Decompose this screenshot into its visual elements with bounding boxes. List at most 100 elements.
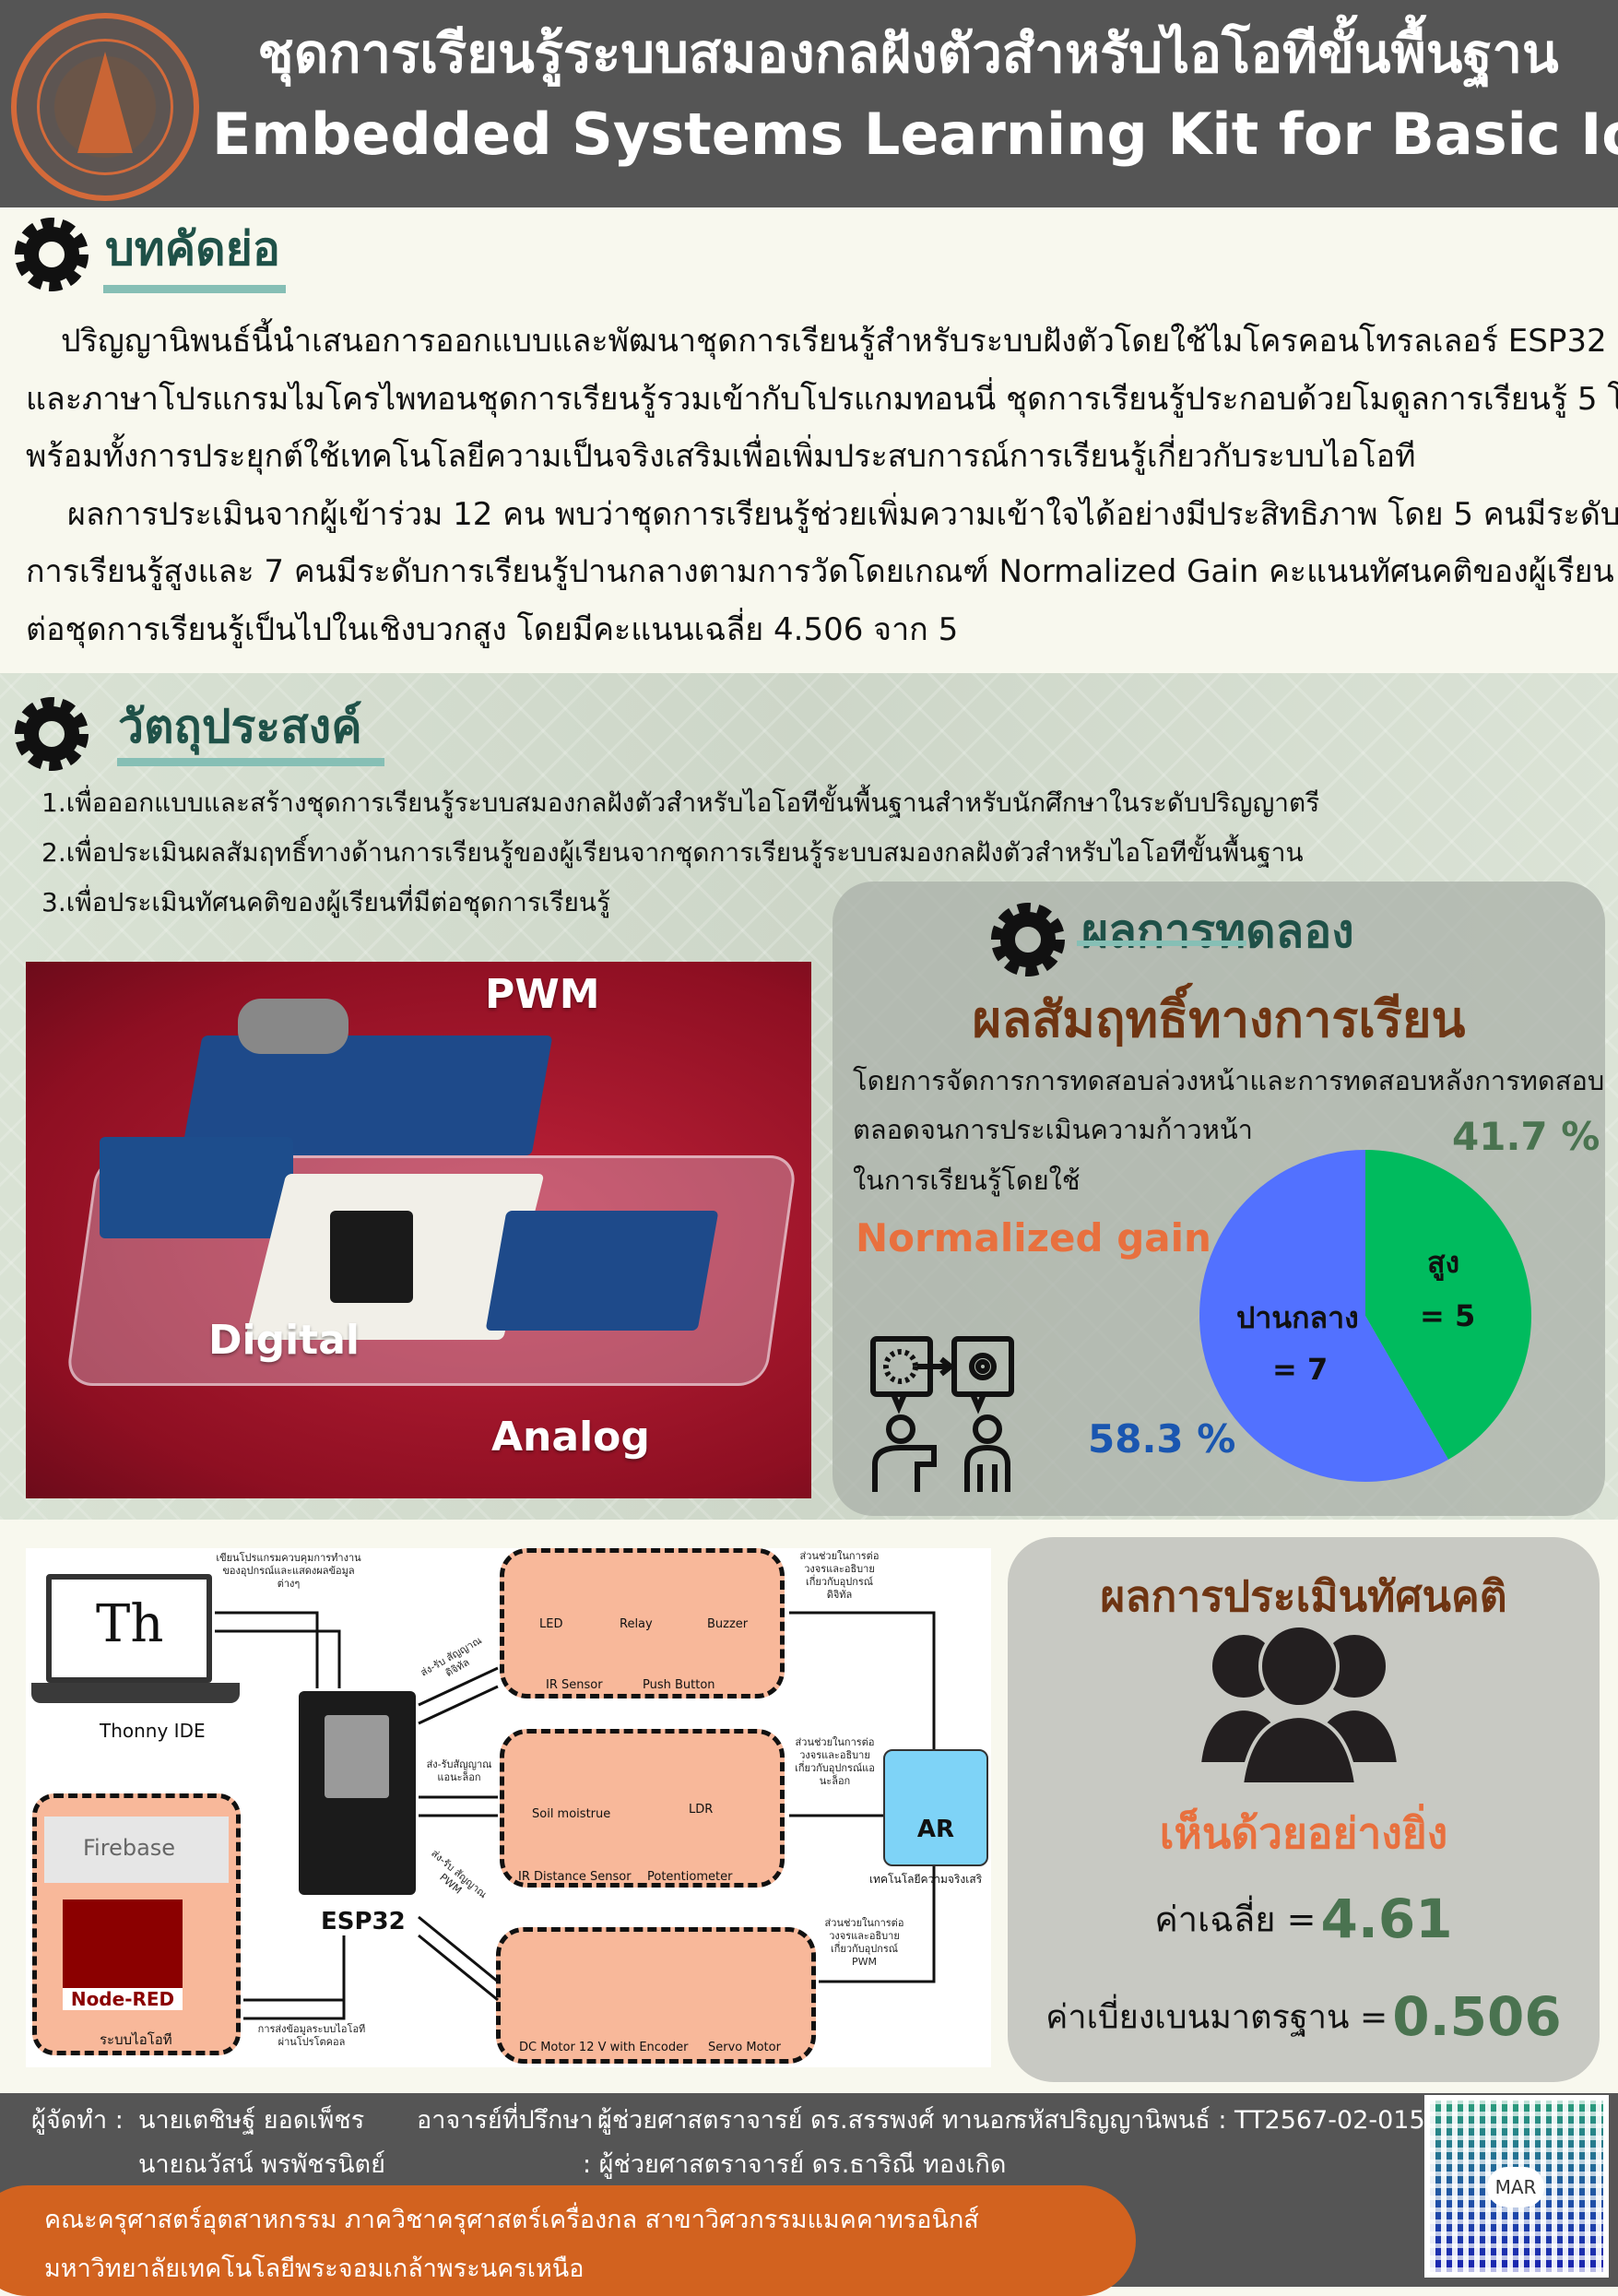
laptop-base: [31, 1683, 240, 1703]
analog-board: [485, 1211, 719, 1331]
title-english: Embedded Systems Learning Kit for Basic …: [212, 101, 1618, 168]
slice-value-medium: = 7: [1272, 1352, 1329, 1387]
item-buzzer: Buzzer: [707, 1617, 749, 1631]
faculty-banner: [0, 2185, 1136, 2296]
diagram-arrows: [215, 1611, 936, 2020]
header: ชุดการเรียนรู้ระบบสมองกลฝังตัวสำหรับไอโอ…: [0, 0, 1618, 207]
pie-slice-0: [1365, 1150, 1531, 1460]
results-subheading: ผลสัมฤทธิ์ทางการเรียน: [972, 990, 1466, 1048]
objectives-heading: วัตถุประสงค์: [118, 700, 362, 753]
esp32-module: [330, 1211, 413, 1303]
attitude-heading: ผลการประเมินทัศนคติ: [1100, 1571, 1507, 1621]
attitude-panel: ผลการประเมินทัศนคติ เห็นด้วยอย่างยิ่ง ค่…: [1008, 1537, 1600, 2082]
abstract-line: ต่อชุดการเรียนรู้เป็นไปในเชิงบวกสูง โดยม…: [26, 611, 959, 648]
ar-label: เทคโนโลยีความจริงเสริ: [869, 1873, 983, 1886]
results-panel: ผลการทดลอง ผลสัมฤทธิ์ทางการเรียน โดยการจ…: [833, 882, 1605, 1516]
heading-underline: [103, 285, 286, 293]
esp32-label: ESP32: [321, 1908, 406, 1935]
item-dc-motor: DC Motor 12 V with Encoder: [519, 2041, 689, 2054]
objective-item: 3.เพื่อประเมินทัศนคติของผู้เรียนที่มีต่อ…: [41, 887, 611, 917]
abstract-line: ผลการประเมินจากผู้เข้าร่วม 12 คน พบว่าชุ…: [67, 496, 1618, 533]
results-text: โดยการจัดการการทดสอบล่วงหน้าและการทดสอบห…: [853, 1065, 1605, 1096]
item-push-button: Push Button: [643, 1678, 715, 1692]
digital-devices-box: LED Relay Buzzer IR Sensor Push Button: [500, 1548, 785, 1698]
qr-center-logo: MAR: [1487, 2167, 1544, 2207]
thonny-label: Thonny IDE: [100, 1720, 206, 1742]
note-analog-signal: ส่ง-รับสัญญาณ แอนะล็อก: [426, 1758, 492, 1783]
note-ar-digital: ส่วนช่วยในการต่อวงจรและอธิบายเกี่ยวกับอุ…: [799, 1550, 880, 1601]
item-soil-moisture: Soil moistrue: [532, 1807, 611, 1821]
nodered-label: Node-RED: [63, 1988, 183, 2010]
results-text: ในการเรียนรู้โดยใช้: [853, 1165, 1081, 1196]
system-diagram: Th Thonny IDE เขียนโปรแกรมควบคุมการทำงาน…: [26, 1548, 991, 2067]
digital-label: Digital: [208, 1317, 360, 1364]
note-ar-pwm: ส่วนช่วยในการต่อวงจรและอธิบายเกี่ยวกับอุ…: [824, 1917, 904, 1968]
mean-value: 4.61: [1320, 1888, 1453, 1950]
abstract-line: พร้อมทั้งการประยุกต์ใช้เทคโนโลยีความเป็น…: [26, 438, 1416, 475]
item-ir-sensor: IR Sensor: [546, 1678, 603, 1692]
laptop-screen: Th: [46, 1574, 212, 1683]
item-potentiometer: Potentiometer: [647, 1870, 733, 1884]
item-led: LED: [539, 1617, 563, 1631]
abstract-line: การเรียนรู้สูงและ 7 คนมีระดับการเรียนรู้…: [26, 553, 1614, 590]
abstract-heading: บทคัดย่อ: [105, 222, 280, 276]
qr-code[interactable]: MAR: [1424, 2095, 1609, 2278]
slice-value-high: = 5: [1420, 1298, 1476, 1333]
item-relay: Relay: [620, 1617, 653, 1631]
abstract-line: ปริญญานิพนธ์นี้นำเสนอการออกแบบและพัฒนาชุ…: [61, 323, 1607, 360]
advisor-name: ผู้ช่วยศาสตราจารย์ ดร.สรรพงศ์ ทานอก: [597, 2106, 1020, 2135]
abstract-line: และภาษาโปรแกรมไมโครไพทอนชุดการเรียนรู้รว…: [26, 381, 1618, 418]
normalized-gain-label: Normalized gain: [856, 1215, 1211, 1260]
slice-label-medium: ปานกลาง: [1236, 1300, 1359, 1335]
analog-label: Analog: [491, 1414, 650, 1461]
note-thonny: เขียนโปรแกรมควบคุมการทำงานของอุปกรณ์และแ…: [216, 1552, 361, 1590]
results-text: ตลอดจนการประเมินความก้าวหน้า: [853, 1114, 1253, 1145]
mean-label: ค่าเฉลี่ย =: [1154, 1899, 1317, 1940]
objective-item: 1.เพื่อออกแบบและสร้างชุดการเรียนรู้ระบบส…: [41, 787, 1320, 818]
analog-devices-box: Soil moistrue LDR IR Distance Sensor Pot…: [500, 1729, 785, 1888]
people-icon: [1199, 1627, 1399, 1784]
item-ir-distance: IR Distance Sensor: [518, 1870, 632, 1884]
objective-item: 2.เพื่อประเมินผลสัมฤทธิ์ทางด้านการเรียนร…: [41, 837, 1304, 868]
teaching-icon: [870, 1336, 1014, 1492]
faculty-text: คณะครุศาสตร์อุตสาหกรรม ภาควิชาครุศาสตร์เ…: [44, 2206, 979, 2234]
nodered-logo: Node-RED: [63, 1900, 183, 2010]
heading-underline: [117, 758, 384, 766]
university-text: มหาวิทยาลัยเทคโนโลยีพระจอมเกล้าพระนครเหน…: [44, 2255, 585, 2283]
gear-icon: [15, 697, 89, 771]
thonny-logo: Th: [96, 1594, 164, 1654]
pwm-devices-box: DC Motor 12 V with Encoder Servo Motor: [496, 1927, 816, 2064]
gear-icon: [991, 903, 1065, 976]
thesis-code: รหัสปริญญานิพนธ์ : TT2567-02-015: [1014, 2106, 1425, 2135]
pwm-label: PWM: [485, 971, 600, 1018]
sd-label: ค่าเบี่ยงเบนมาตรฐาน =: [1045, 1998, 1388, 2037]
university-logo: [11, 13, 199, 201]
sd-value: 0.506: [1392, 1985, 1562, 2048]
dc-motor: [238, 999, 348, 1054]
esp32-board: [299, 1691, 416, 1895]
title-thai: ชุดการเรียนรู้ระบบสมองกลฝังตัวสำหรับไอโอ…: [257, 22, 1559, 85]
author-name: นายเตชิษฐ์ ยอดเพ็ชร: [138, 2106, 365, 2135]
author-label: ผู้จัดทำ :: [31, 2106, 124, 2135]
slice-label-high: สูง: [1427, 1245, 1460, 1280]
pie-slice-1: [1199, 1150, 1448, 1482]
firebase-logo: Firebase: [44, 1817, 229, 1883]
note-iot-signal: การส่งข้อมูลระบบไอโอที ผ่านโปรโตคอล: [257, 2023, 366, 2048]
attitude-level: เห็นด้วยอย่างยิ่ง: [1159, 1808, 1448, 1858]
pie-chart: [1199, 1150, 1531, 1482]
gear-icon: [15, 218, 89, 291]
iot-label: ระบบไอโอที: [100, 2031, 172, 2048]
advisor-label: อาจารย์ที่ปรึกษา :: [417, 2106, 610, 2135]
item-ldr: LDR: [689, 1803, 714, 1817]
results-heading: ผลการทดลอง: [1081, 905, 1354, 958]
author-name: นายณวัสน์ พรพัชรนิตย์: [138, 2150, 385, 2179]
heading-underline: [1077, 941, 1246, 946]
iot-box: Firebase Node-RED ระบบไอโอที: [32, 1793, 241, 2055]
item-servo: Servo Motor: [708, 2041, 781, 2054]
percent-high: 41.7 %: [1452, 1114, 1600, 1159]
learning-kit-photo: PWM Digital Analog: [26, 962, 811, 1498]
note-ar-analog: ส่วนช่วยในการต่อวงจรและอธิบายเกี่ยวกับอุ…: [795, 1736, 875, 1787]
percent-medium: 58.3 %: [1088, 1416, 1236, 1462]
digital-board: [100, 1137, 293, 1238]
ar-icon: AR: [883, 1749, 988, 1866]
